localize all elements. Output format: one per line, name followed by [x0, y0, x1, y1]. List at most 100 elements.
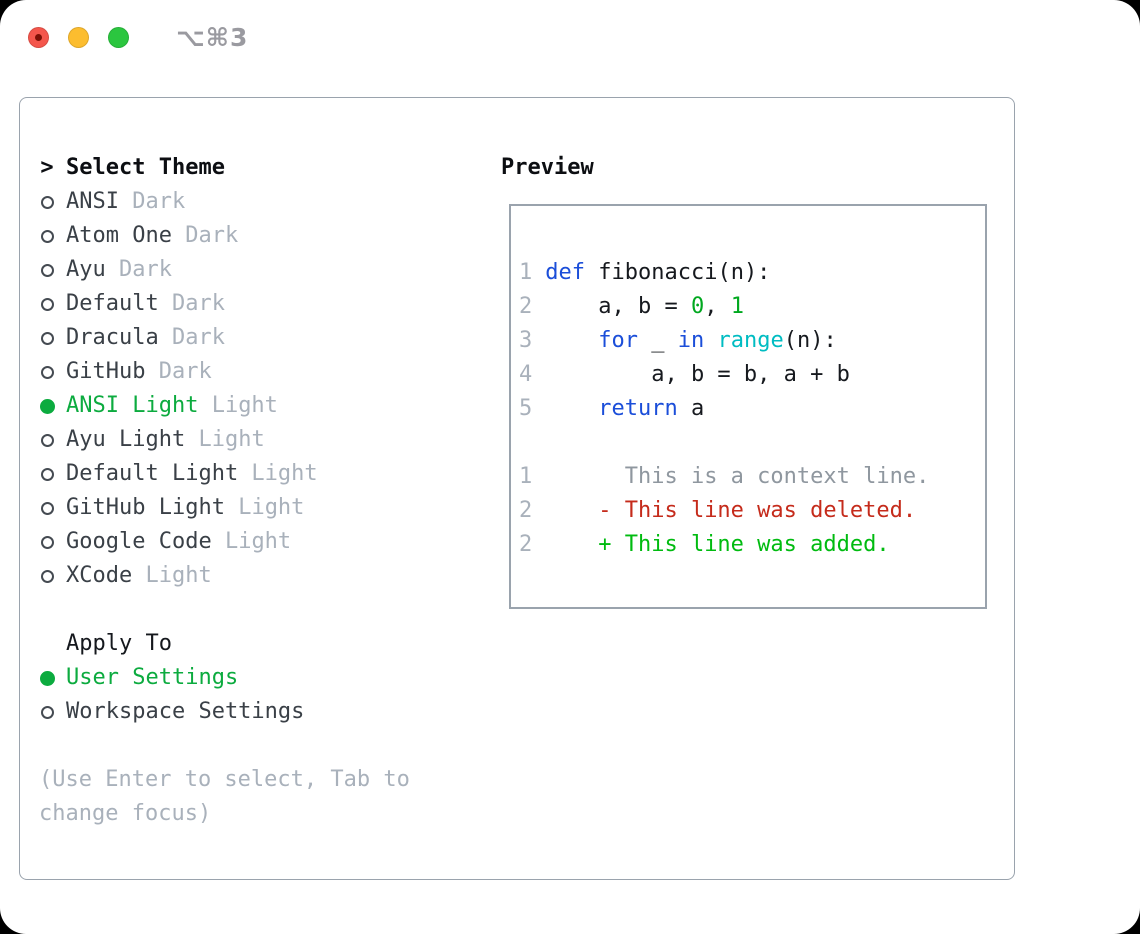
minimize-button[interactable]	[68, 26, 89, 48]
theme-option-ayu-dark[interactable]: Ayu Dark	[39, 253, 459, 287]
theme-name: Google Code	[66, 529, 212, 554]
line-number: 2	[519, 294, 533, 319]
theme-name: Default	[66, 291, 159, 316]
line-number: 1	[519, 260, 533, 285]
code-line	[519, 426, 985, 460]
apply-option-workspace-settings[interactable]: Workspace Settings	[39, 695, 459, 729]
theme-variant: Dark	[158, 325, 225, 350]
focus-caret-icon: >	[40, 155, 54, 180]
theme-variant: Dark	[158, 291, 225, 316]
radio-unselected-icon	[39, 219, 55, 253]
code-token	[545, 396, 598, 421]
code-line: 2 a, b = 0, 1	[519, 290, 985, 324]
theme-name: Default Light	[66, 461, 239, 486]
theme-option-github-dark[interactable]: GitHub Dark	[39, 355, 459, 389]
zoom-button[interactable]	[108, 26, 129, 48]
spacer	[39, 593, 459, 627]
theme-option-ayu-light-light[interactable]: Ayu Light Light	[39, 423, 459, 457]
titlebar: ⌥⌘3	[28, 23, 248, 52]
theme-name: GitHub Light	[66, 495, 225, 520]
theme-option-github-light-light[interactable]: GitHub Light Light	[39, 491, 459, 525]
apply-option-label: User Settings	[66, 665, 239, 690]
theme-option-ansi-dark[interactable]: ANSI Dark	[39, 185, 459, 219]
theme-option-xcode-light[interactable]: XCode Light	[39, 559, 459, 593]
code-line: 4 a, b = b, a + b	[519, 358, 985, 392]
radio-unselected-icon	[39, 321, 55, 355]
theme-name: ANSI	[66, 189, 119, 214]
line-number: 3	[519, 328, 533, 353]
code-token: a, b =	[545, 294, 691, 319]
radio-selected-icon	[39, 389, 55, 423]
radio-unselected-icon	[39, 185, 55, 219]
code-token: + This line was added.	[545, 532, 890, 557]
line-number: 2	[519, 498, 533, 523]
spacer	[39, 729, 459, 763]
theme-name: Dracula	[66, 325, 159, 350]
select-theme-title: Select Theme	[66, 155, 225, 180]
window-title: ⌥⌘3	[176, 22, 249, 52]
code-token: for	[598, 328, 638, 353]
code-token: range	[717, 328, 784, 353]
code-token: return	[598, 396, 678, 421]
theme-variant: Dark	[105, 257, 172, 282]
theme-option-ansi-light-light[interactable]: ANSI Light Light	[39, 389, 459, 423]
radio-unselected-icon	[39, 525, 55, 559]
code-token	[704, 328, 717, 353]
code-line: 3 for _ in range(n):	[519, 324, 985, 358]
code-token: - This line was deleted.	[545, 498, 917, 523]
radio-unselected-icon	[39, 695, 55, 729]
close-button[interactable]	[28, 26, 49, 48]
line-number: 2	[519, 532, 533, 557]
code-token: (n):	[783, 328, 837, 353]
theme-name: Ayu Light	[66, 427, 186, 452]
theme-variant: Light	[132, 563, 212, 588]
radio-unselected-icon	[39, 287, 55, 321]
radio-unselected-icon	[39, 355, 55, 389]
theme-option-google-code-light[interactable]: Google Code Light	[39, 525, 459, 559]
radio-unselected-icon	[39, 253, 55, 287]
theme-option-dracula-dark[interactable]: Dracula Dark	[39, 321, 459, 355]
line-number: 1	[519, 464, 533, 489]
theme-variant: Dark	[171, 223, 239, 248]
theme-name: Ayu	[66, 257, 106, 282]
code-token: fibonacci(n):	[585, 260, 771, 285]
theme-option-atom-one-dark[interactable]: Atom One Dark	[39, 219, 459, 253]
theme-name: GitHub	[66, 359, 146, 384]
code-line: 2 - This line was deleted.	[519, 494, 985, 528]
select-theme-header: > Select Theme	[39, 151, 459, 185]
theme-variant: Light	[224, 495, 305, 520]
code-token	[545, 328, 598, 353]
help-text: (Use Enter to select, Tab to change focu…	[39, 767, 410, 826]
preview-title: Preview	[501, 155, 594, 180]
theme-variant: Dark	[145, 359, 212, 384]
theme-variant: Light	[211, 529, 292, 554]
code-token: in	[677, 328, 705, 353]
theme-variant: Light	[238, 461, 318, 486]
theme-option-default-dark[interactable]: Default Dark	[39, 287, 459, 321]
apply-option-label: Workspace Settings	[66, 699, 305, 724]
code-token: a, b = b, a + b	[545, 362, 850, 387]
apply-to-header: Apply To	[66, 631, 172, 656]
code-line: 1 def fibonacci(n):	[519, 256, 985, 290]
apply-option-user-settings[interactable]: User Settings	[39, 661, 459, 695]
radio-unselected-icon	[39, 423, 55, 457]
code-token: 1	[730, 294, 744, 319]
theme-option-default-light-light[interactable]: Default Light Light	[39, 457, 459, 491]
code-token: 0	[690, 294, 705, 319]
code-token: def	[545, 260, 585, 285]
code-token: ,	[704, 294, 731, 319]
line-number: 5	[519, 396, 533, 421]
theme-variant: Dark	[118, 189, 186, 214]
theme-variant: Light	[198, 393, 278, 418]
radio-unselected-icon	[39, 559, 55, 593]
theme-variant: Light	[185, 427, 265, 452]
theme-name: ANSI Light	[66, 393, 199, 418]
theme-name: Atom One	[66, 223, 172, 248]
